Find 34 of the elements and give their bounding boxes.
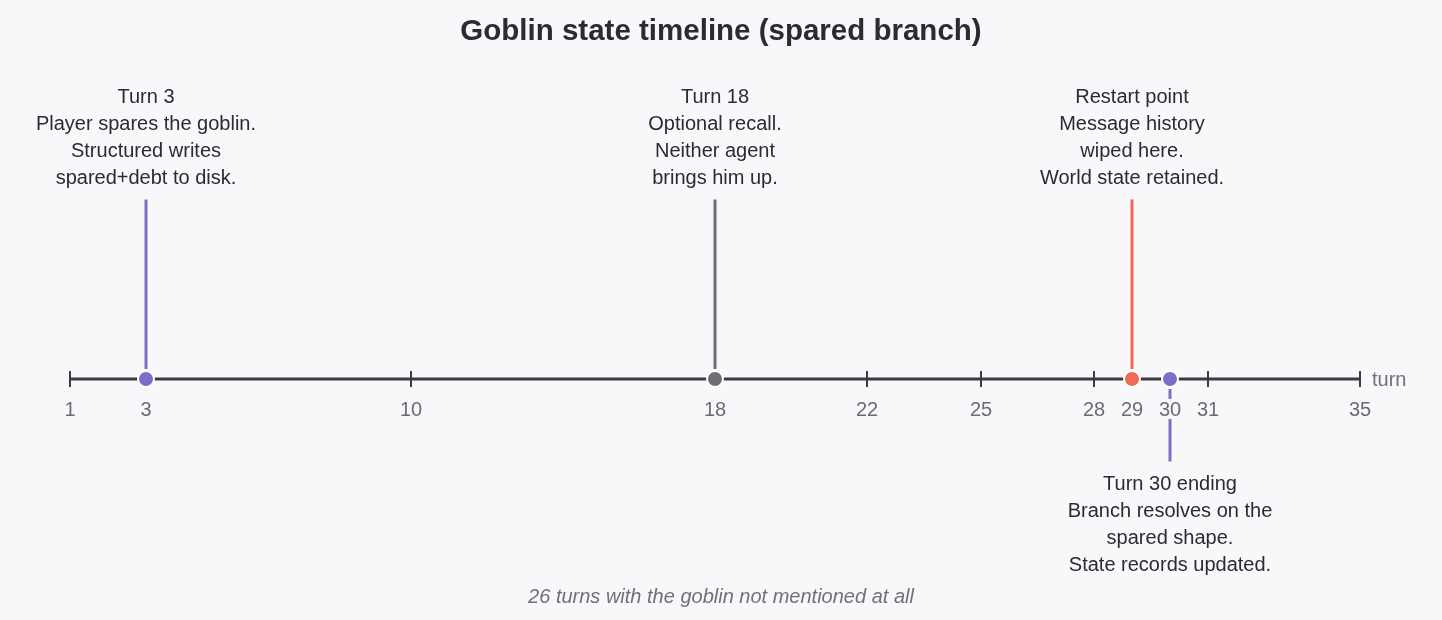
tick-label: 10 — [399, 399, 423, 419]
event-dot-icon — [1122, 369, 1142, 389]
event-description: Message history wiped here. — [1058, 110, 1206, 163]
tick-label: 28 — [1082, 399, 1106, 419]
tick-label: 31 — [1196, 399, 1220, 419]
caption: 26 turns with the goblin not mentioned at all — [528, 586, 914, 606]
event-title: Restart point — [1074, 83, 1190, 109]
leader-line — [1168, 389, 1172, 462]
event-description: Structured writes spared+debt to disk. — [54, 137, 238, 190]
leader-line — [713, 199, 717, 369]
tick-label: 1 — [64, 399, 76, 419]
event-description: Player spares the goblin. — [34, 110, 258, 136]
tick-label: 3 — [140, 399, 152, 419]
event-title: Turn 18 — [679, 83, 751, 109]
event-description: World state retained. — [1038, 164, 1226, 190]
event-description: Branch resolves on the spared shape. — [1066, 497, 1274, 550]
leader-line — [1130, 199, 1134, 369]
tick-label: 25 — [969, 399, 993, 419]
event-description: Optional recall. — [647, 110, 783, 136]
tick-label: 29 — [1120, 399, 1144, 419]
diagram-title: Goblin state timeline (spared branch) — [460, 12, 982, 48]
event-title: Turn 3 — [116, 83, 176, 109]
tick-label: 18 — [703, 399, 727, 419]
tick-label: 22 — [855, 399, 879, 419]
tick-label: 35 — [1348, 399, 1372, 419]
event-description: State records updated. — [1067, 551, 1273, 577]
event-title: Turn 30 ending — [1102, 470, 1238, 496]
event-description: Neither agent brings him up. — [651, 137, 779, 190]
event-dot-icon — [705, 369, 725, 389]
tick-label: 30 — [1158, 399, 1182, 419]
event-dot-icon — [1160, 369, 1180, 389]
axis-label: turn — [1372, 369, 1407, 389]
event-dot-icon — [136, 369, 156, 389]
leader-line — [144, 199, 148, 369]
